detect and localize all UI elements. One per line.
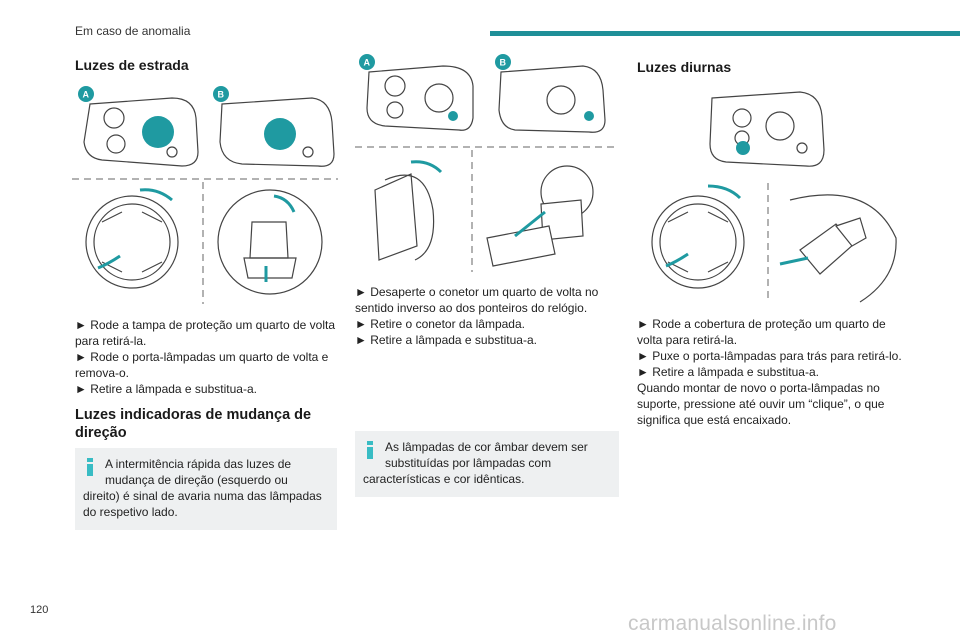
running-header: Em caso de anomalia <box>75 24 191 38</box>
step-text: ► Retire o conetor da lâmpada. <box>355 317 525 331</box>
step-text: ► Retire a lâmpada e substitua-a. <box>637 365 819 379</box>
svg-text:A: A <box>83 90 90 100</box>
info-box-amber: As lâmpadas de cor âmbar devem ser subst… <box>355 431 619 497</box>
drl-steps: ► Rode a cobertura de proteção um quarto… <box>637 316 902 428</box>
column-left: Luzes de estrada <box>75 57 340 73</box>
svg-text:B: B <box>218 90 225 100</box>
section-title-drl: Luzes diurnas <box>637 59 732 75</box>
high-beam-steps: ► Rode a tampa de proteção um quarto de … <box>75 317 340 397</box>
info-text: mudança de direção (esquerdo ou <box>105 473 288 487</box>
info-text: características e cor idênticas. <box>363 472 525 486</box>
info-icon <box>87 458 93 476</box>
step-text: ► Rode a cobertura de proteção um quarto… <box>637 317 886 347</box>
drl-illustration <box>651 91 897 303</box>
section-title-indicators: Luzes indicadoras de mudança de direção <box>75 407 312 441</box>
high-beam-illustration: A B <box>72 86 338 304</box>
info-box-indicators: A intermitência rápida das luzes de muda… <box>75 448 337 530</box>
step-text: ► Rode o porta-lâmpadas um quarto de vol… <box>75 350 329 380</box>
badge-a-icon: A <box>78 86 94 102</box>
info-text: substituídas por lâmpadas com <box>385 456 552 470</box>
indicator-illustration: A B <box>355 54 618 272</box>
watermark: carmanualsonline.info <box>628 612 837 635</box>
indicator-steps: ► Desaperte o conetor um quarto de volta… <box>355 284 620 348</box>
step-text: ► Retire a lâmpada e substitua-a. <box>355 333 537 347</box>
header-rule <box>490 31 960 36</box>
svg-text:B: B <box>500 58 507 68</box>
info-text: As lâmpadas de cor âmbar devem ser <box>385 440 588 454</box>
info-text: A intermitência rápida das luzes de <box>105 457 292 471</box>
step-text: ► Desaperte o conetor um quarto de volta… <box>355 285 599 315</box>
badge-b-icon: B <box>213 86 229 102</box>
section-title-high-beam: Luzes de estrada <box>75 57 189 73</box>
info-text: direito) é sinal de avaria numa das lâmp… <box>83 489 322 519</box>
info-icon <box>367 441 373 459</box>
badge-a-icon: A <box>359 54 375 70</box>
page-number: 120 <box>30 604 49 616</box>
step-text: Quando montar de novo o porta-lâmpadas n… <box>637 381 885 427</box>
badge-b-icon: B <box>495 54 511 70</box>
step-text: ► Retire a lâmpada e substitua-a. <box>75 382 257 396</box>
step-text: ► Rode a tampa de proteção um quarto de … <box>75 318 336 348</box>
step-text: ► Puxe o porta-lâmpadas para trás para r… <box>637 349 902 363</box>
svg-text:A: A <box>364 58 371 68</box>
